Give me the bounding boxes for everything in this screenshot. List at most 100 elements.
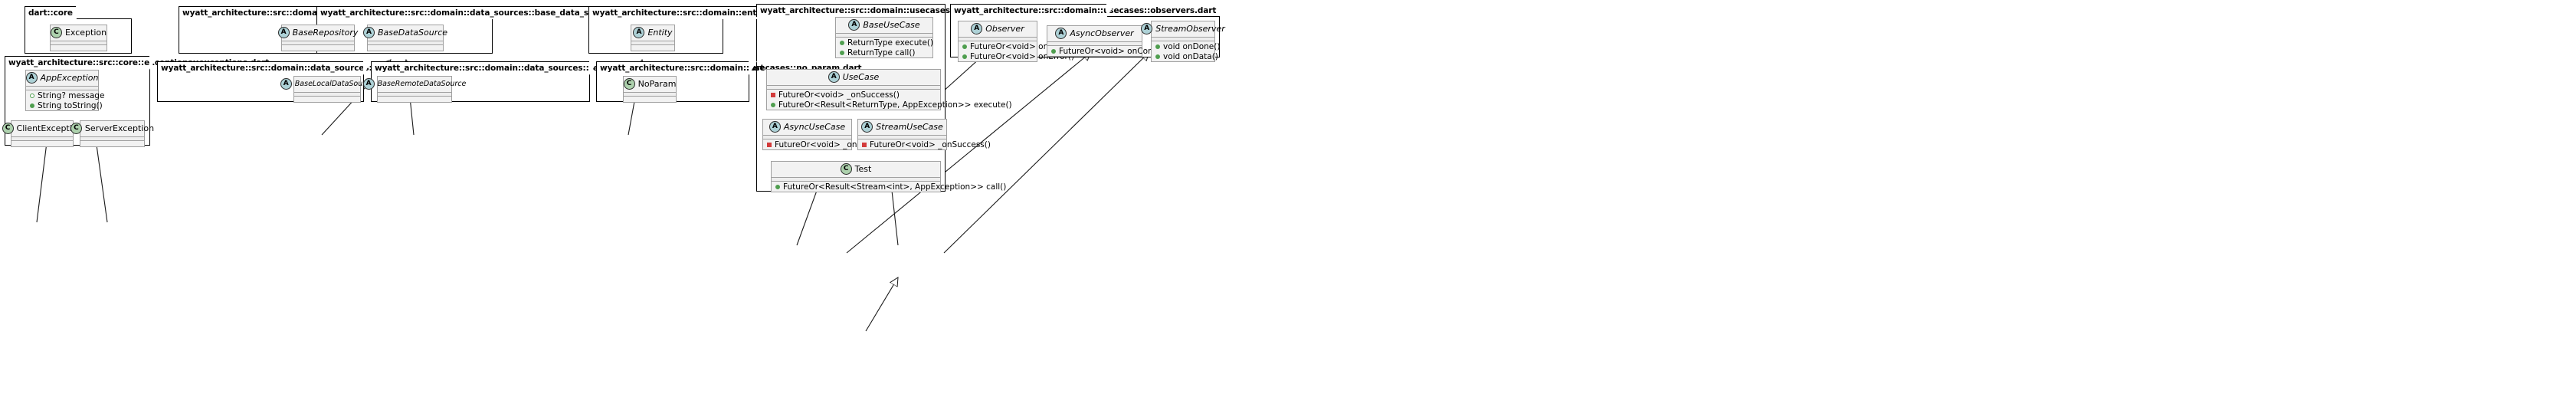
class-entity[interactable]: A Entity <box>631 25 675 51</box>
class-stereotype-icon: A <box>828 71 840 83</box>
class-server-exception[interactable]: C ServerException <box>70 120 154 147</box>
class-base-data-source[interactable]: A BaseDataSource <box>362 25 448 51</box>
class-separator <box>282 41 354 45</box>
package-label-exceptions: wyatt_architecture::src::core::exception… <box>5 55 269 70</box>
package-label-remote-data-source: wyatt_architecture::src::domain::data_so… <box>371 61 764 75</box>
class-members: FutureOr<void> _onSuccess() <box>858 139 991 149</box>
class-name: BaseLocalDataSource <box>294 80 375 88</box>
class-header: A AsyncUseCase <box>763 120 851 136</box>
class-name: BaseRemoteDataSource <box>377 80 467 88</box>
visibility-public-icon <box>771 102 775 107</box>
class-stream-observer[interactable]: A StreamObserver void onDone() void onDa… <box>1141 21 1225 62</box>
class-name: Test <box>854 164 872 174</box>
class-members: ReturnType execute() ReturnType call() <box>836 38 933 57</box>
class-separator <box>51 41 107 45</box>
package-label-text: wyatt_architecture::src::domain::usecase… <box>954 6 1217 15</box>
package-label-dart-core: dart::core <box>25 5 84 20</box>
class-members <box>282 45 354 51</box>
class-header: A StreamUseCase <box>858 120 946 136</box>
member-text: void onData() <box>1163 51 1218 61</box>
visibility-public-icon <box>775 184 780 189</box>
class-member: FutureOr<Result<Stream<int>, AppExceptio… <box>772 182 1006 192</box>
member-text: String toString() <box>38 100 103 110</box>
class-stereotype-icon: C <box>50 27 62 38</box>
class-async-use-case[interactable]: A AsyncUseCase FutureOr<void> _onSuccess… <box>762 119 896 150</box>
class-separator <box>836 34 932 38</box>
class-member: void onData() <box>1152 51 1218 61</box>
class-members <box>294 97 360 102</box>
class-name: AsyncObserver <box>1070 28 1134 38</box>
visibility-public-icon <box>1051 48 1056 54</box>
class-name: StreamObserver <box>1155 24 1225 34</box>
visibility-public-icon <box>840 50 844 55</box>
class-header: C ServerException <box>70 121 154 137</box>
class-member: FutureOr<void> _onSuccess() <box>858 139 991 149</box>
class-header: A AsyncObserver <box>1047 26 1142 42</box>
class-header: C ClientException <box>2 121 83 137</box>
class-separator <box>631 41 674 45</box>
class-stereotype-icon: A <box>971 23 983 34</box>
package-dart-core: dart::core C Exception <box>25 5 132 54</box>
class-member: FutureOr<void> _onSuccess() <box>767 90 940 100</box>
class-separator <box>368 41 443 45</box>
class-members <box>11 141 73 146</box>
class-client-exception[interactable]: C ClientException <box>2 120 83 147</box>
class-stereotype-icon: A <box>861 121 873 133</box>
class-members <box>631 45 674 51</box>
class-app-exception[interactable]: A AppException String? message String to… <box>25 70 104 111</box>
package-remote-data-source: wyatt_architecture::src::domain::data_so… <box>362 61 764 103</box>
member-text: String? message <box>38 90 105 100</box>
class-members <box>51 45 107 51</box>
class-name: ServerException <box>84 123 155 133</box>
class-base-use-case[interactable]: A BaseUseCase ReturnType execute() Retur… <box>835 17 933 58</box>
link-test-streamusecase <box>865 277 898 332</box>
class-member: void onDone() <box>1152 41 1220 51</box>
class-base-local-data-source[interactable]: A BaseLocalDataSource <box>280 76 374 103</box>
package-label-usecase: wyatt_architecture::src::domain::usecase… <box>756 4 1014 17</box>
visibility-private-icon <box>862 142 867 147</box>
member-text: FutureOr<void> _onSuccess() <box>870 139 991 149</box>
class-header: C Exception <box>50 25 107 41</box>
package-label-observers: wyatt_architecture::src::domain::usecase… <box>950 3 1216 18</box>
class-members <box>378 97 451 102</box>
class-stereotype-icon: A <box>1055 28 1067 39</box>
class-name: BaseDataSource <box>377 28 448 38</box>
visibility-private-icon <box>771 92 775 97</box>
class-name: Exception <box>64 28 107 38</box>
package-usecase: wyatt_architecture::src::domain::usecase… <box>756 4 1014 192</box>
class-members: FutureOr<Result<Stream<int>, AppExceptio… <box>772 182 1006 192</box>
class-stereotype-icon: A <box>633 27 645 38</box>
class-separator <box>1152 38 1214 41</box>
class-header: A StreamObserver <box>1141 21 1225 38</box>
class-header: A BaseRepository <box>277 25 358 41</box>
class-test[interactable]: C Test FutureOr<Result<Stream<int>, AppE… <box>771 161 1006 192</box>
visibility-public-icon <box>1155 54 1160 59</box>
class-base-repository[interactable]: A BaseRepository <box>277 25 358 51</box>
class-member: FutureOr<void> _onSuccess() <box>763 139 896 149</box>
member-text: FutureOr<Result<Stream<int>, AppExceptio… <box>783 182 1007 192</box>
class-stereotype-icon: A <box>769 121 781 133</box>
class-base-remote-data-source[interactable]: A BaseRemoteDataSource <box>362 76 466 103</box>
package-label-text: wyatt_architecture::src::domain::data_so… <box>320 8 636 18</box>
class-members: FutureOr<void> _onSuccess() <box>763 139 896 149</box>
class-header: A BaseRemoteDataSource <box>362 77 466 93</box>
class-members: void onDone() void onData() <box>1152 41 1220 61</box>
class-exception[interactable]: C Exception <box>50 25 107 51</box>
package-label-local-data-source: wyatt_architecture::src::domain::data_so… <box>157 61 528 75</box>
class-member: FutureOr<void> onComplete() <box>1047 46 1182 56</box>
class-name: NoParam <box>637 79 677 89</box>
class-member: FutureOr<void> onStart() <box>959 41 1074 51</box>
class-async-observer[interactable]: A AsyncObserver FutureOr<void> onComplet… <box>1047 25 1182 57</box>
class-use-case[interactable]: A UseCase FutureOr<void> _onSuccess() Fu… <box>766 69 1012 110</box>
class-member: String? message <box>26 90 104 100</box>
class-header: C Test <box>772 162 940 178</box>
class-member: ReturnType execute() <box>836 38 933 48</box>
visibility-public-icon <box>840 40 844 45</box>
visibility-public-icon <box>962 54 967 59</box>
class-header: A UseCase <box>767 70 940 86</box>
class-observer[interactable]: A Observer FutureOr<void> onStart() Futu… <box>958 21 1074 62</box>
class-stream-use-case[interactable]: A StreamUseCase FutureOr<void> _onSucces… <box>857 119 991 150</box>
class-no-param[interactable]: C NoParam <box>623 76 677 103</box>
package-no-param: wyatt_architecture::src::domain::usecase… <box>596 61 862 103</box>
